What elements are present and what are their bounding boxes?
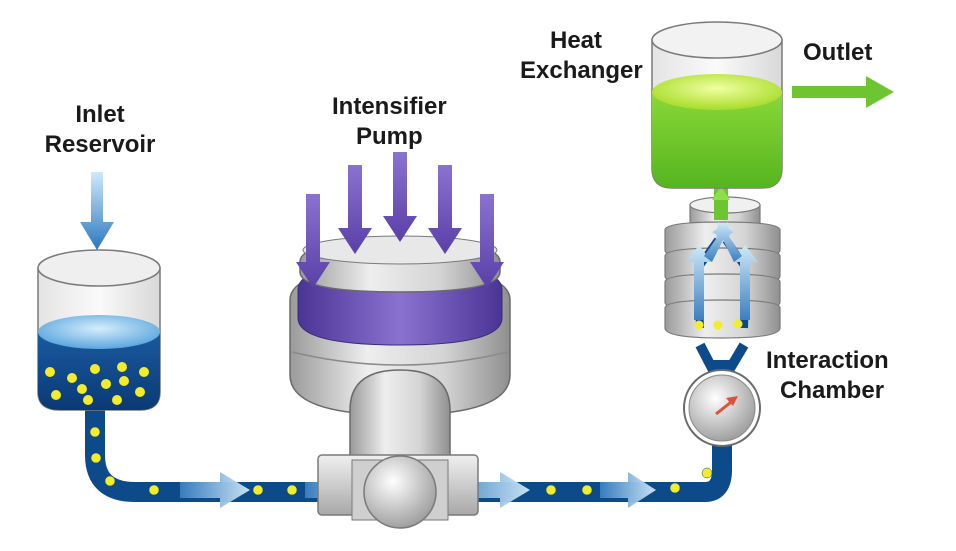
label-heat-exchanger-line2: Exchanger [520, 57, 643, 84]
intensifier-pump [289, 235, 511, 529]
label-outlet: Outlet [803, 39, 873, 66]
label-inlet-reservoir: Inlet Reservoir [30, 100, 170, 160]
pressure-arrows [296, 152, 504, 288]
process-pipe [82, 397, 735, 505]
label-inlet-reservoir-line1: Inlet [75, 101, 125, 128]
label-inlet-reservoir-line2: Reservoir [44, 131, 156, 158]
label-heat-exchanger-line1: Heat [550, 27, 603, 54]
label-intensifier-pump-line1: Intensifier [332, 93, 447, 120]
interaction-chamber [683, 342, 761, 447]
outlet-arrow [792, 76, 894, 108]
heat-exchanger-stack [664, 185, 781, 339]
inlet-arrow [80, 172, 114, 250]
label-interaction-chamber-line1: Interaction [766, 347, 889, 374]
label-intensifier-pump: Intensifier Pump [332, 92, 447, 152]
heat-exchanger-tank [651, 21, 783, 189]
inlet-reservoir [37, 249, 161, 411]
label-heat-exchanger: Heat Exchanger [520, 26, 643, 86]
label-interaction-chamber-line2: Chamber [780, 377, 885, 404]
label-interaction-chamber: Interaction Chamber [766, 346, 889, 406]
label-intensifier-pump-line2: Pump [356, 123, 423, 150]
